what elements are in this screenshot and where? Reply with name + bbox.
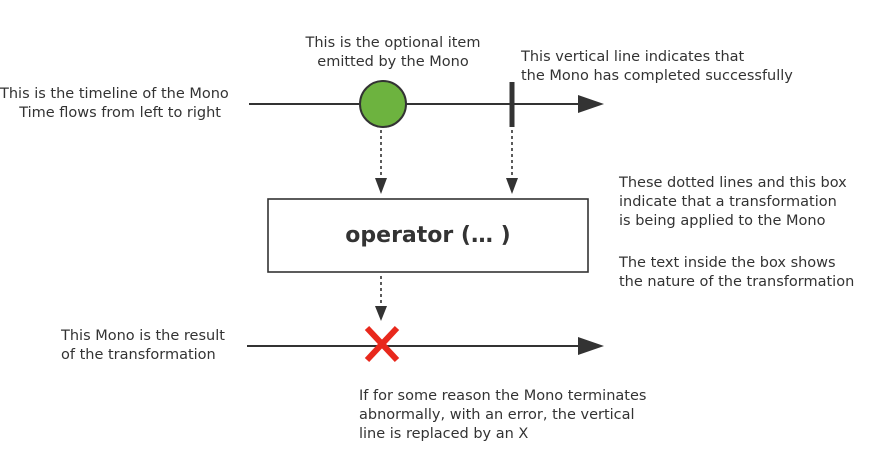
timeline-note: This is the timeline of the Mono Time fl… [0, 86, 229, 121]
transform-note: These dotted lines and this box indicate… [619, 175, 847, 229]
item-note: This is the optional item emitted by the… [305, 35, 481, 70]
completion-note: This vertical line indicates that the Mo… [521, 49, 793, 84]
result-note: This Mono is the result of the transform… [61, 328, 225, 363]
item-dotted-arrowhead [375, 178, 387, 194]
result-timeline-arrowhead [578, 337, 604, 355]
emitted-item-marble [359, 80, 407, 128]
completion-dotted-arrowhead [506, 178, 518, 194]
box-text-note: The text inside the box shows the nature… [619, 255, 855, 290]
error-x-icon [364, 325, 400, 363]
operator-box [267, 198, 589, 273]
output-dotted-arrowhead [375, 306, 387, 321]
operator-label: operator (… ) [345, 223, 511, 248]
error-note: If for some reason the Mono terminates a… [359, 388, 647, 442]
source-timeline-arrowhead [578, 95, 604, 113]
